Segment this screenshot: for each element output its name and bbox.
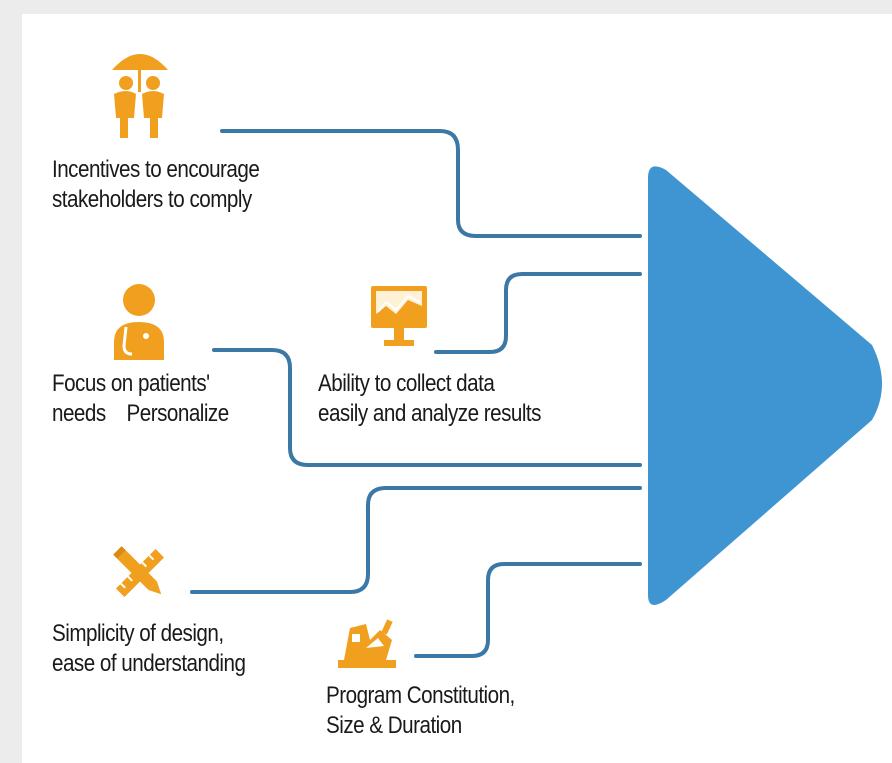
label-program-line-2: Size & Duration (326, 712, 462, 739)
label-patients-line-1: Focus on patients' (52, 370, 210, 397)
label-design-line-1: Simplicity of design, (52, 620, 224, 647)
label-data-line-1: Ability to collect data (318, 370, 495, 397)
connector-line-program (414, 562, 642, 658)
label-patients: Focus on patients' needs Personalize (52, 369, 229, 429)
program-tools-icon (338, 619, 396, 668)
label-program: Program Constitution, Size & Duration (326, 681, 515, 741)
connector-line-design (190, 486, 642, 594)
pencil-ruler-icon (113, 546, 165, 598)
label-design: Simplicity of design, ease of understand… (52, 619, 246, 679)
monitor-chart-icon (371, 286, 427, 346)
connector-line-incentives (220, 129, 642, 238)
label-design-line-2: ease of understanding (52, 650, 246, 677)
umbrella-people-icon (112, 54, 168, 138)
label-incentives: Incentives to encourage stakeholders to … (52, 155, 260, 215)
connector-line-patients (212, 348, 642, 467)
label-patients-line-2: needs Personalize (52, 400, 229, 427)
patient-icon (114, 284, 164, 360)
label-program-line-1: Program Constitution, (326, 682, 515, 709)
connector-line-data (434, 272, 642, 354)
big-arrow-shape (648, 166, 882, 605)
label-data-line-2: easily and analyze results (318, 400, 541, 427)
label-incentives-line-2: stakeholders to comply (52, 186, 252, 213)
label-data: Ability to collect data easily and analy… (318, 369, 541, 429)
label-incentives-line-1: Incentives to encourage (52, 156, 260, 183)
